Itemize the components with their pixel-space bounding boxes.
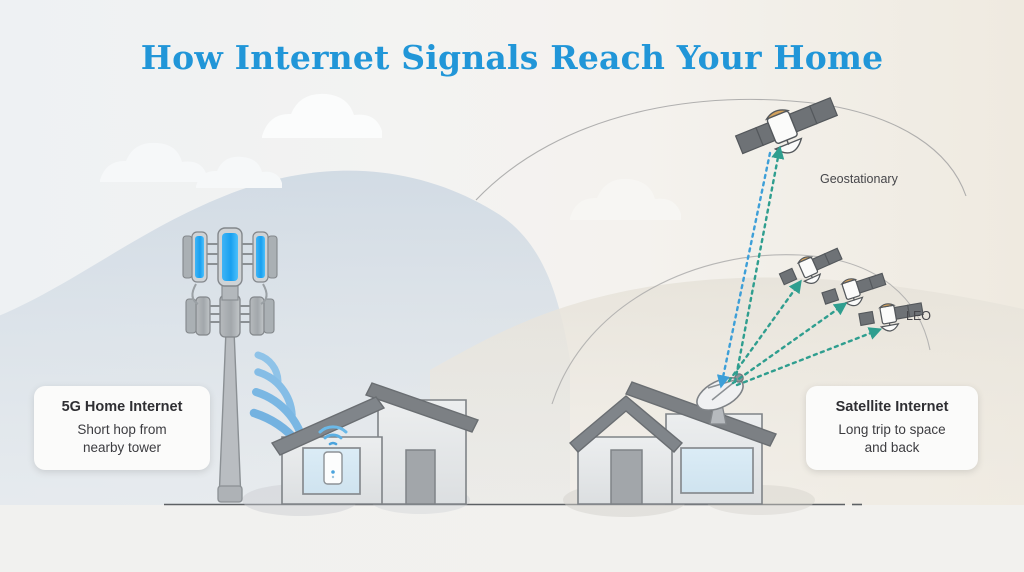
router-led bbox=[331, 470, 335, 474]
house-left-door bbox=[405, 449, 436, 505]
satellite-body-top bbox=[764, 109, 791, 121]
satellite-panel-left bbox=[778, 267, 798, 286]
callout-card-satellite-title: Satellite Internet bbox=[835, 399, 949, 415]
cloud-icon bbox=[196, 156, 282, 188]
wifi-wave-group bbox=[318, 425, 348, 446]
satellite-body-top bbox=[796, 256, 814, 265]
callout-card-5g-subtitle-line2: nearby tower bbox=[82, 440, 162, 456]
uplink-path-leo-3 bbox=[735, 327, 883, 387]
callout-card-5g-subtitle: Short hop from nearby tower bbox=[48, 421, 196, 457]
callout-card-5g-title: 5G Home Internet bbox=[61, 399, 183, 415]
satellite-panel-right bbox=[907, 302, 924, 318]
satellite-antenna-dish bbox=[844, 296, 864, 307]
wifi-arc bbox=[328, 441, 338, 446]
satellite-geostationary bbox=[734, 96, 839, 155]
signal-arc bbox=[254, 368, 296, 419]
orbit-label-leo: LEO bbox=[906, 309, 932, 323]
callout-card-satellite-subtitle-line1: Long trip to space bbox=[838, 421, 946, 437]
router-led bbox=[331, 475, 335, 479]
wifi-arc bbox=[323, 433, 343, 440]
satellite-panel-left bbox=[858, 310, 875, 327]
satellite-panel-right bbox=[868, 272, 887, 290]
orbit-label-geostationary: Geostationary bbox=[820, 172, 898, 186]
wifi-arc bbox=[318, 425, 348, 434]
house-right bbox=[568, 381, 777, 505]
callout-card-satellite: Satellite Internet Long trip to space an… bbox=[806, 386, 978, 471]
cell-tower bbox=[182, 227, 278, 503]
uplink-path-leo-1 bbox=[727, 279, 802, 383]
satellite-leo bbox=[858, 302, 924, 332]
callout-card-5g: 5G Home Internet Short hop from nearby t… bbox=[34, 386, 210, 471]
orbit-arc-leo bbox=[551, 254, 931, 405]
uplink-path-geostationary bbox=[733, 145, 785, 384]
satellite-body-top bbox=[840, 278, 858, 285]
callout-card-satellite-subtitle: Long trip to space and back bbox=[820, 421, 964, 457]
tower-antenna-row-lower bbox=[185, 294, 275, 338]
cloud-icon bbox=[570, 178, 681, 220]
satellite-body-top bbox=[878, 303, 896, 309]
cloud-group-left bbox=[100, 93, 382, 188]
uplink-path-leo-2 bbox=[731, 302, 848, 385]
tower-mast bbox=[218, 329, 242, 501]
satellite-antenna-dish bbox=[879, 323, 900, 332]
ground-area bbox=[0, 505, 1024, 572]
satellite-body bbox=[879, 304, 898, 325]
callout-card-5g-subtitle-line1: Short hop from bbox=[77, 421, 167, 437]
satellite-leo bbox=[821, 272, 887, 307]
satellite-panel-right bbox=[823, 247, 843, 266]
satellite-leo bbox=[778, 247, 843, 286]
house-right-door bbox=[610, 449, 643, 505]
cloud-icon bbox=[100, 142, 207, 182]
tower-mast-collar bbox=[217, 485, 243, 503]
satellite-panel-right bbox=[808, 96, 839, 125]
downlink-path-geostationary bbox=[716, 151, 772, 389]
satellite-panel-left bbox=[821, 287, 840, 305]
satellite-antenna-stem bbox=[810, 275, 814, 279]
signal-arc bbox=[254, 351, 282, 385]
house-right-roof bbox=[568, 395, 684, 453]
house-right-window bbox=[680, 447, 754, 494]
house-left bbox=[270, 382, 479, 505]
cloud-icon bbox=[262, 93, 382, 138]
house-right-block-roof bbox=[625, 381, 777, 447]
satellite-antenna-stem bbox=[852, 297, 856, 301]
orbit-arc-geostationary bbox=[475, 98, 967, 201]
house-left-block-roof bbox=[365, 382, 479, 433]
page-title: How Internet Signals Reach Your Home bbox=[140, 38, 884, 77]
callout-card-satellite-subtitle-line2: and back bbox=[864, 440, 920, 456]
cloud-group-right bbox=[570, 178, 681, 220]
satellite-antenna-dish bbox=[802, 273, 822, 284]
satellite-antenna-stem bbox=[888, 322, 891, 327]
tower-antenna-row-upper bbox=[182, 227, 278, 305]
indoor-router bbox=[323, 451, 343, 485]
satellite-antenna-stem bbox=[786, 139, 790, 145]
router-body bbox=[323, 451, 343, 485]
